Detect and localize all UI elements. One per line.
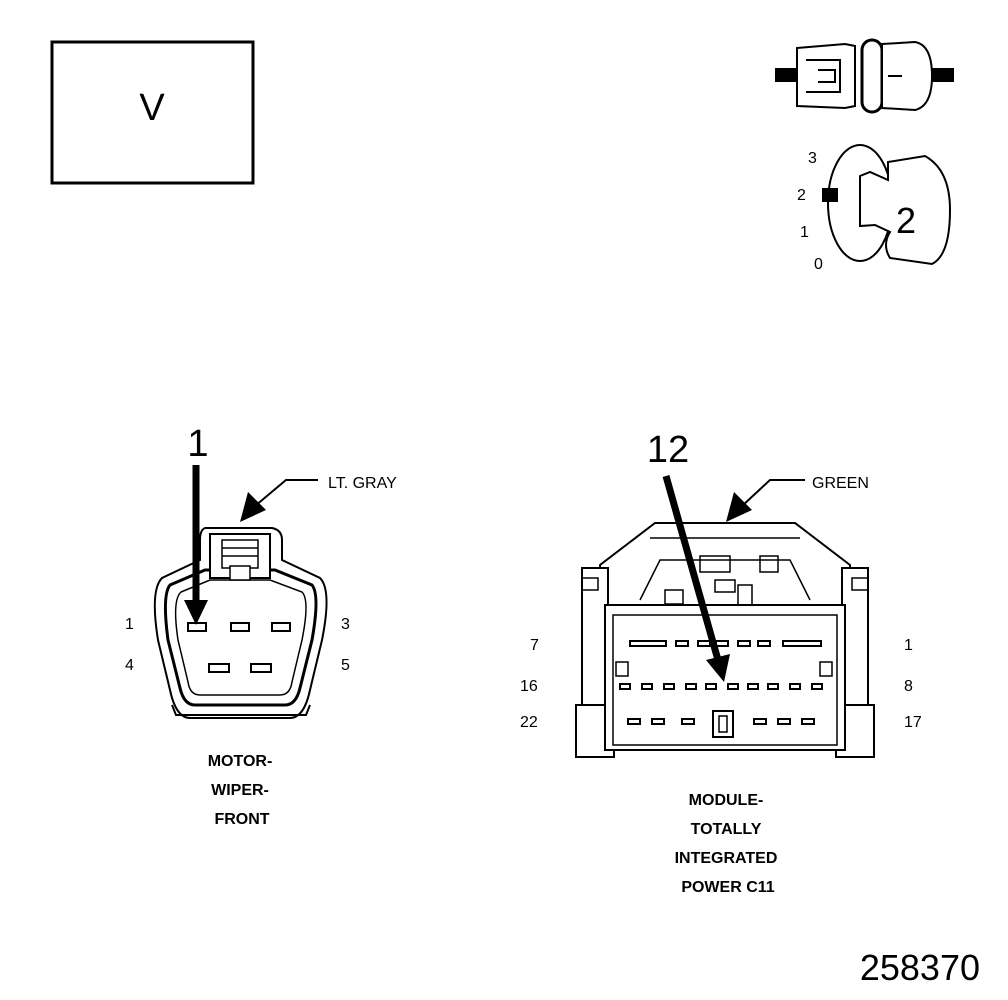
pin-label-22: 22 bbox=[520, 714, 538, 731]
wiper-motor-connector bbox=[153, 527, 328, 719]
leader-arrow-icon bbox=[240, 492, 266, 522]
pin-label-5: 5 bbox=[341, 657, 350, 674]
pin-cavity bbox=[757, 640, 771, 647]
pin-1 bbox=[187, 622, 207, 632]
pin-5 bbox=[250, 663, 272, 673]
pin-cavity bbox=[627, 718, 641, 725]
pin-cavity bbox=[747, 683, 759, 690]
pin-cavity bbox=[675, 640, 689, 647]
pin-label-16: 16 bbox=[520, 678, 538, 695]
connector-pins-c11 bbox=[619, 640, 823, 725]
leader-line bbox=[254, 479, 318, 507]
pin-label-17: 17 bbox=[904, 714, 922, 731]
pin-4 bbox=[208, 663, 230, 673]
arrow-head-icon bbox=[706, 654, 730, 682]
caption-left-line-3: FRONT bbox=[214, 811, 269, 828]
probe-pin-left: 1 bbox=[187, 423, 208, 465]
ignition-position-0: 0 bbox=[814, 256, 823, 273]
pin-label-7: 7 bbox=[530, 637, 539, 654]
pin-label-4: 4 bbox=[125, 657, 134, 674]
probe-arrow-right bbox=[662, 475, 722, 661]
caption-right-line-1: MODULE- bbox=[689, 792, 764, 809]
caption-left-line-2: WIPER- bbox=[211, 782, 269, 799]
pin-cavity bbox=[663, 683, 675, 690]
color-label-right: GREEN bbox=[812, 475, 869, 492]
pin-cavity bbox=[737, 640, 751, 647]
arrow-head-icon bbox=[184, 600, 208, 625]
pin-cavity bbox=[685, 683, 697, 690]
pin-label-8: 8 bbox=[904, 678, 913, 695]
probe-pin-right: 12 bbox=[647, 429, 689, 471]
pin-2 bbox=[230, 622, 250, 632]
connector-symbol-icon bbox=[775, 38, 954, 114]
leader-arrow-icon bbox=[726, 492, 752, 522]
pin-label-3: 3 bbox=[341, 616, 350, 633]
pin-cavity bbox=[681, 718, 695, 725]
pin-cavity bbox=[789, 683, 801, 690]
pin-cavity bbox=[753, 718, 767, 725]
pin-cavity bbox=[782, 640, 822, 647]
caption-right-line-4: POWER C11 bbox=[681, 879, 774, 896]
caption-right-line-2: TOTALLY bbox=[691, 821, 762, 838]
ignition-switch: 3 2 1 0 2 bbox=[797, 144, 952, 273]
ignition-indicator-icon bbox=[822, 188, 838, 202]
pin-label-1: 1 bbox=[904, 637, 913, 654]
pin-cavity bbox=[811, 683, 823, 690]
ignition-position-2: 2 bbox=[797, 187, 806, 204]
ignition-position-3: 3 bbox=[808, 150, 817, 167]
pin-cavity bbox=[651, 718, 665, 725]
pin-cavity bbox=[619, 683, 631, 690]
tipm-c11-connector bbox=[575, 522, 875, 758]
voltmeter-box: V bbox=[50, 40, 255, 185]
pin-cavity bbox=[705, 683, 717, 690]
pin-cavity bbox=[629, 640, 667, 647]
meter-label: V bbox=[139, 87, 165, 129]
pin-cavity bbox=[801, 718, 815, 725]
ignition-key-icon bbox=[859, 154, 952, 266]
pin-cavity bbox=[641, 683, 653, 690]
ignition-position-1: 1 bbox=[800, 224, 809, 241]
figure-number: 258370 bbox=[860, 947, 980, 988]
pin-cavity bbox=[777, 718, 791, 725]
caption-left-line-1: MOTOR- bbox=[208, 753, 273, 770]
pin-label-1: 1 bbox=[125, 616, 134, 633]
ignition-selected-position: 2 bbox=[896, 200, 916, 241]
caption-right-line-3: INTEGRATED bbox=[675, 850, 778, 867]
pin-cavity bbox=[767, 683, 779, 690]
pin-cavity bbox=[727, 683, 739, 690]
pin-3 bbox=[271, 622, 291, 632]
leader-line bbox=[741, 479, 805, 507]
color-label-left: LT. GRAY bbox=[328, 475, 397, 492]
